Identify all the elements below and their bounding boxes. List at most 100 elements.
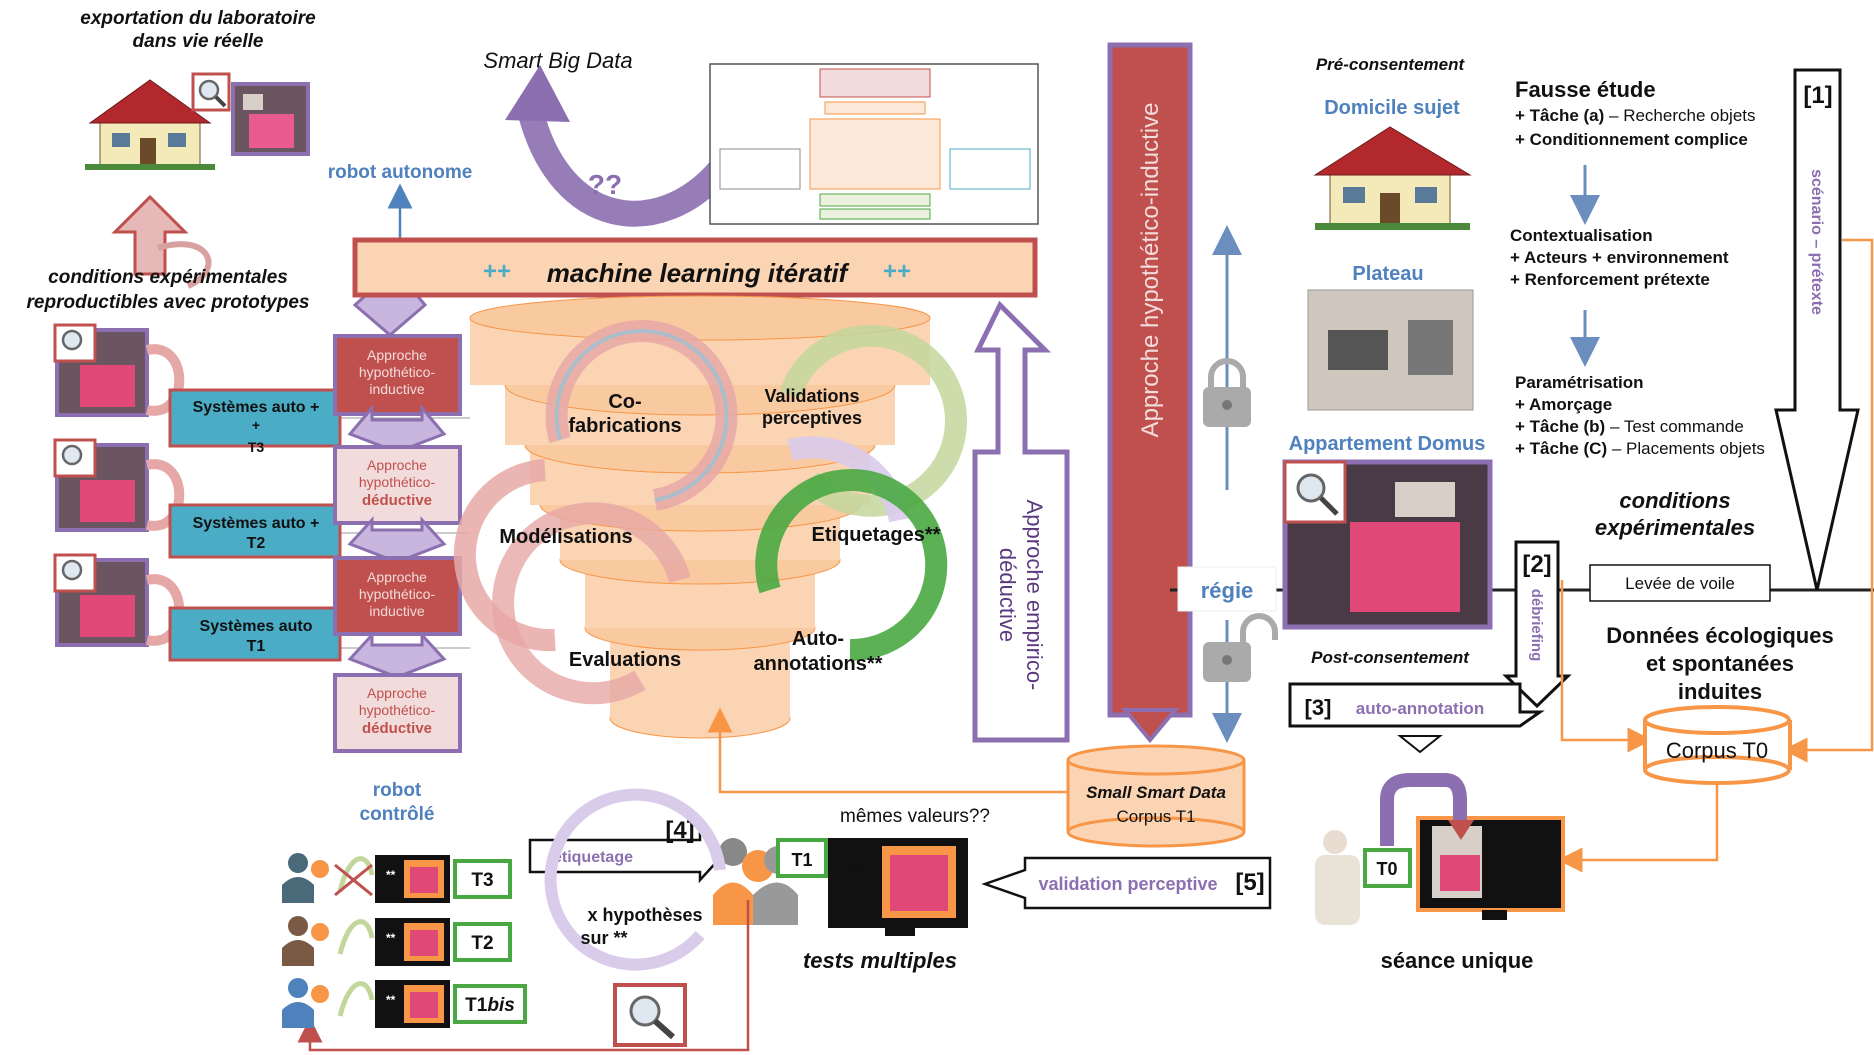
approach-4-line1: Approche [367,685,427,701]
approach-2-line1: Approche [367,457,427,473]
hypotheses-loop: x hypothèses sur ** [544,788,726,971]
param-2: + Tâche (b) – Test commande [1515,417,1744,436]
conditions-exp-1: conditions [1619,488,1730,513]
badge-label: T2 [471,933,493,954]
param-3: + Tâche (C) – Placements objets [1515,439,1765,458]
magnifier-lens [61,329,83,351]
fausse-etude-title: Fausse étude [1515,77,1656,102]
person-head [288,978,308,998]
cycle-arrows [453,320,967,705]
robot-controle-line2: contrôlé [360,804,435,825]
scenario-arrow: [1] [1774,68,1860,591]
approach-1-line2: hypothético- [359,364,436,380]
test-loop [337,981,375,1017]
donnees-3: induites [1678,679,1762,704]
etiquetage-label: étiquetage [553,849,633,866]
seance-unique-label: séance unique [1381,948,1534,973]
t0-badge: T0 [1363,848,1412,888]
label-3: [3] [1305,695,1332,720]
lock-open-icon [1203,613,1278,682]
corpus-t0-cylinder: Corpus T0 [1643,705,1792,785]
small-smart-data-cylinder: Small Smart Data Corpus T1 [1066,744,1246,848]
tests-multiples-label: tests multiples [803,948,957,973]
approach-stack: Approche hypothético- inductive Approche… [333,270,462,753]
monitor-center [828,838,968,936]
double-star: ** [846,858,864,883]
badge-star: ** [386,931,396,945]
badge-star: ** [386,868,396,882]
badge-star: ** [386,993,396,1007]
regie-box: régie [1177,566,1277,612]
param-3-bold: + Tâche (C) [1515,439,1607,458]
system-t1-line1: Systèmes auto [200,618,313,635]
cycle-auto-1: Auto- [792,628,844,650]
person-head-2 [311,923,329,941]
etiquetage-box: étiquetage [4] [528,817,724,884]
cross-arrows [334,863,373,897]
person-body [282,877,314,903]
house-icon-right [1313,126,1472,230]
post-consent-label: Post-consentement [1311,648,1470,667]
room-photo [231,82,310,156]
magnifier-lens [61,444,83,466]
label-5: [5] [1235,869,1264,896]
ml-bar-post: ++ [883,258,911,285]
robot-controle-line1: robot [373,780,422,801]
prototype-row [53,438,470,534]
pre-consent-label: Pré-consentement [1316,55,1466,74]
validation-box: validation perceptive [5] [981,856,1272,910]
magnifier-bottom-icon [613,983,687,1047]
approach-1-line1: Approche [367,347,427,363]
scenario-label: scénario – prétexte [1808,169,1825,315]
empirico-arrow [972,300,1070,743]
person-head [288,853,308,873]
system-t1-line2: T1 [247,638,266,655]
approach-3-line1: Approche [367,569,427,585]
auto-annotation-label: auto-annotation [1356,699,1484,718]
cycle-eval: Evaluations [569,649,681,671]
test-loop [337,919,375,955]
small-smart-data-label: Small Smart Data [1086,783,1226,802]
loop-arrow [145,344,185,416]
cycle-model: Modélisations [499,526,632,548]
ctx-title: Contextualisation [1510,226,1653,245]
fausse-etude-1: + Tâche (a) – Recherche objets [1515,106,1756,125]
test-row-t1bis [282,978,450,1028]
t1-badge: T1 [776,838,828,878]
magnifier-frame [53,553,97,593]
loop-arrow [145,459,185,531]
ml-bar: ++ machine learning itératif ++ [352,237,1038,298]
badge-t2: ** T2 [386,922,512,962]
badge-frame [453,859,512,899]
monitor-right [1416,816,1565,920]
approach-4-line2: hypothético- [359,702,436,718]
export-title-line1: exportation du laboratoire [80,8,316,29]
param-3-rest: – Placements objets [1607,439,1765,458]
test-row-t3 [282,853,450,903]
prototype-row [53,323,470,419]
export-up-arrow [111,194,212,289]
param-2-rest: – Test commande [1605,417,1744,436]
thumbnail-diagram [709,63,1039,225]
system-box-t2: Systèmes auto + T2 [168,503,342,559]
person-head [288,916,308,936]
cycle-valid-2: perceptives [762,408,862,428]
plateau-label: Plateau [1352,263,1423,285]
magnifier-icon [191,72,231,112]
approach-2-line3: déductive [362,492,432,509]
empirico-line1: Approche empirico- [1022,500,1047,691]
appartement-photo [1282,459,1493,630]
test-monitor-bed [410,867,438,893]
auto-annotation-box: [3] auto-annotation [1288,682,1545,728]
system-box-t1: Systèmes auto T1 [168,606,342,662]
question-marks: ?? [588,169,622,200]
fausse-etude-1-rest: – Recherche objets [1604,106,1755,125]
person-head-2 [311,860,329,878]
cycle-cofab-2: fabrications [568,415,681,437]
conditions-exp-2: expérimentales [1595,515,1755,540]
approach-3-line2: hypothético- [359,586,436,602]
cycle-valid-1: Validations [764,386,859,406]
house-icon [85,79,215,170]
person-body [282,940,314,966]
big-curved-arrow [505,65,730,227]
